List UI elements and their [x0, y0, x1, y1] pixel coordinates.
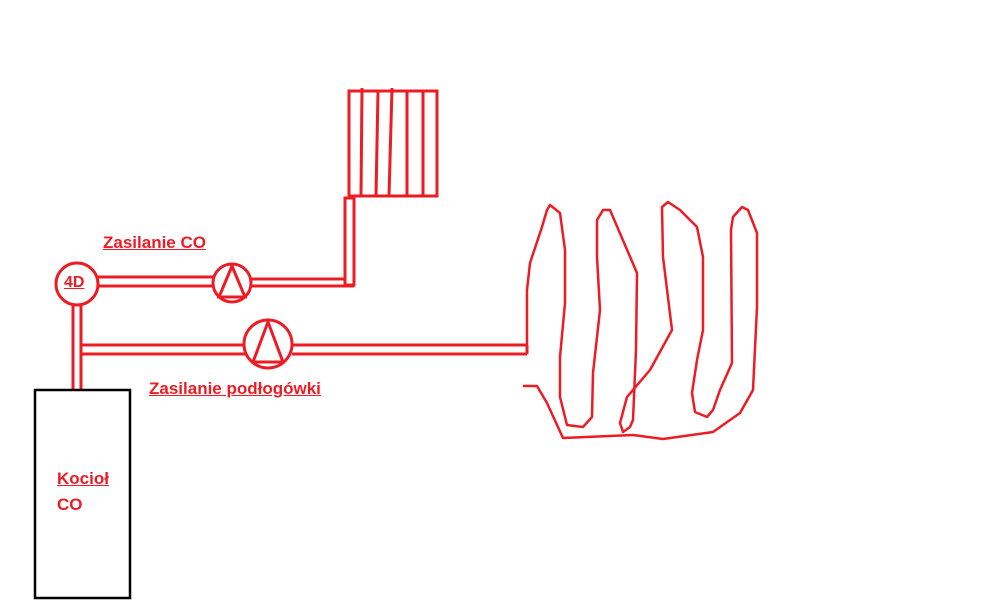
boiler-label-line2: CO	[57, 495, 83, 514]
valve-label: 4D	[64, 274, 85, 291]
four-way-valve	[54, 261, 100, 307]
boiler	[33, 388, 132, 600]
radiator	[347, 87, 439, 198]
floor-supply-label: Zasilanie podłogówki	[149, 379, 321, 398]
pump-floor-icon	[242, 317, 294, 370]
boiler-label-line1: Kocioł	[57, 469, 109, 488]
pump-co-icon	[211, 262, 253, 304]
boiler-riser-pipe	[71, 304, 83, 390]
floor-supply-pipe	[81, 343, 529, 356]
co-supply-pipe	[97, 275, 354, 288]
floor-heating-loop	[523, 200, 759, 441]
radiator-riser-pipe	[343, 196, 356, 287]
co-supply-label: Zasilanie CO	[103, 233, 206, 252]
